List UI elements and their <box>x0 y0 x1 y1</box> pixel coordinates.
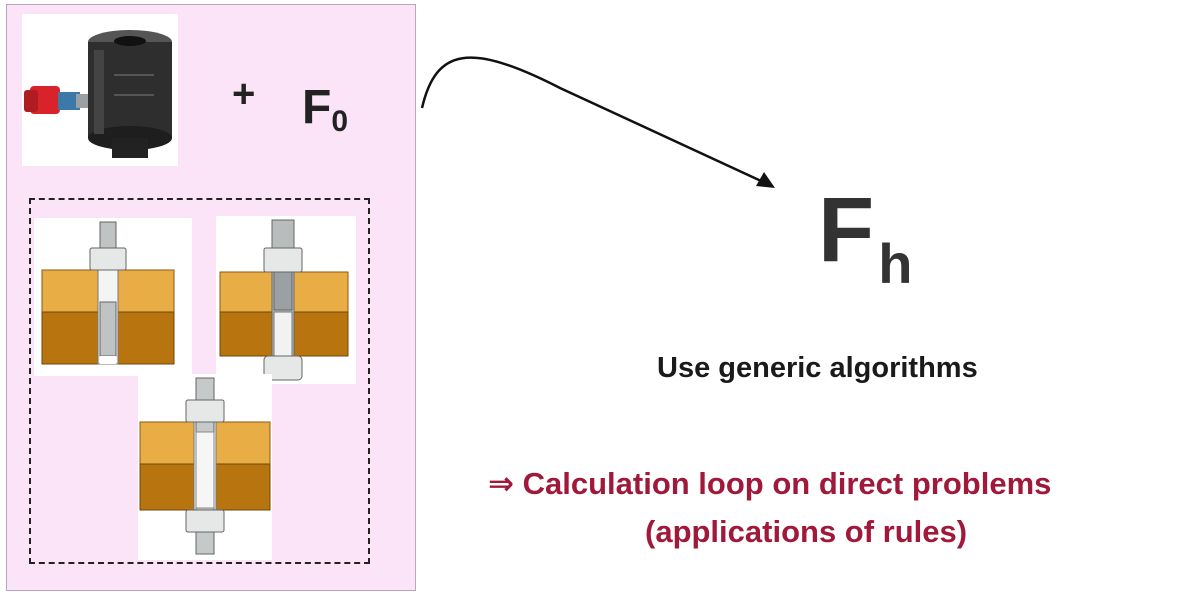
calculation-loop-text: ⇒ Calculation loop on direct problems <box>488 466 1052 501</box>
initial-force-label: F0 <box>302 81 349 138</box>
bolt-joint-icon <box>41 221 175 365</box>
plus-sign: + <box>232 72 256 116</box>
algorithms-text: Use generic algorithms <box>657 352 978 384</box>
applications-text: (applications of rules) <box>645 514 968 549</box>
bolt-group-box <box>29 198 370 564</box>
bolt-joint-icon <box>219 219 349 381</box>
bolt-joint-icon <box>139 377 271 555</box>
final-force-label: Fh <box>818 179 913 295</box>
hydraulic-tensioner-icon <box>24 30 172 158</box>
